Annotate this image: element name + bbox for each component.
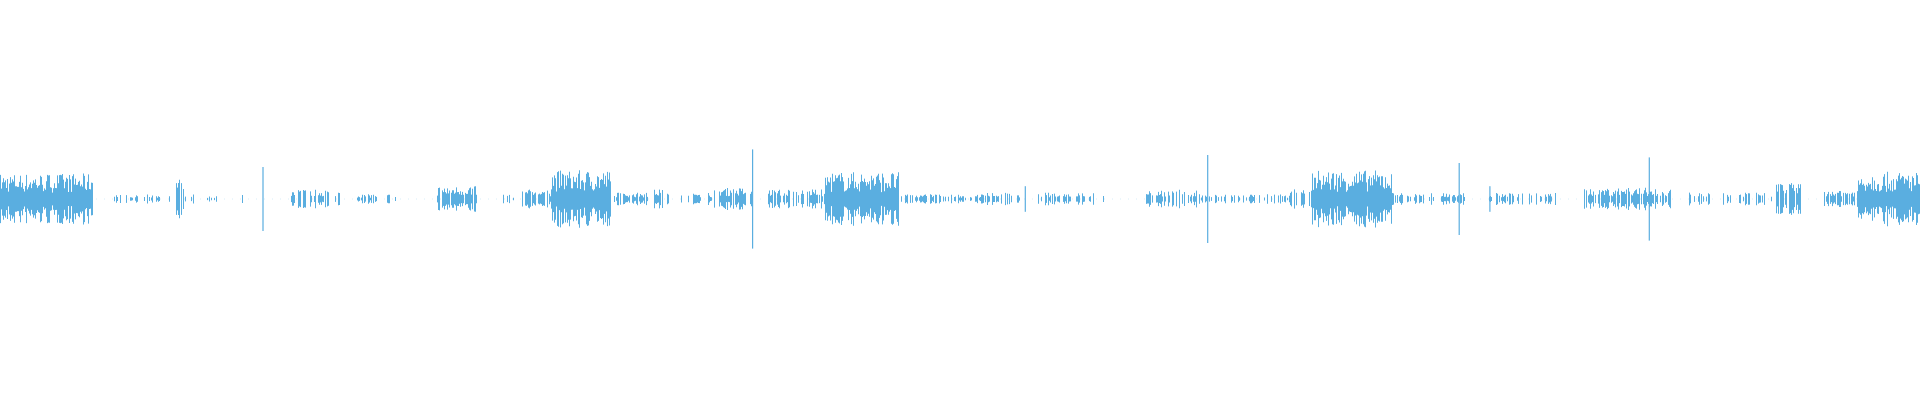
waveform-plot [0,149,1920,249]
